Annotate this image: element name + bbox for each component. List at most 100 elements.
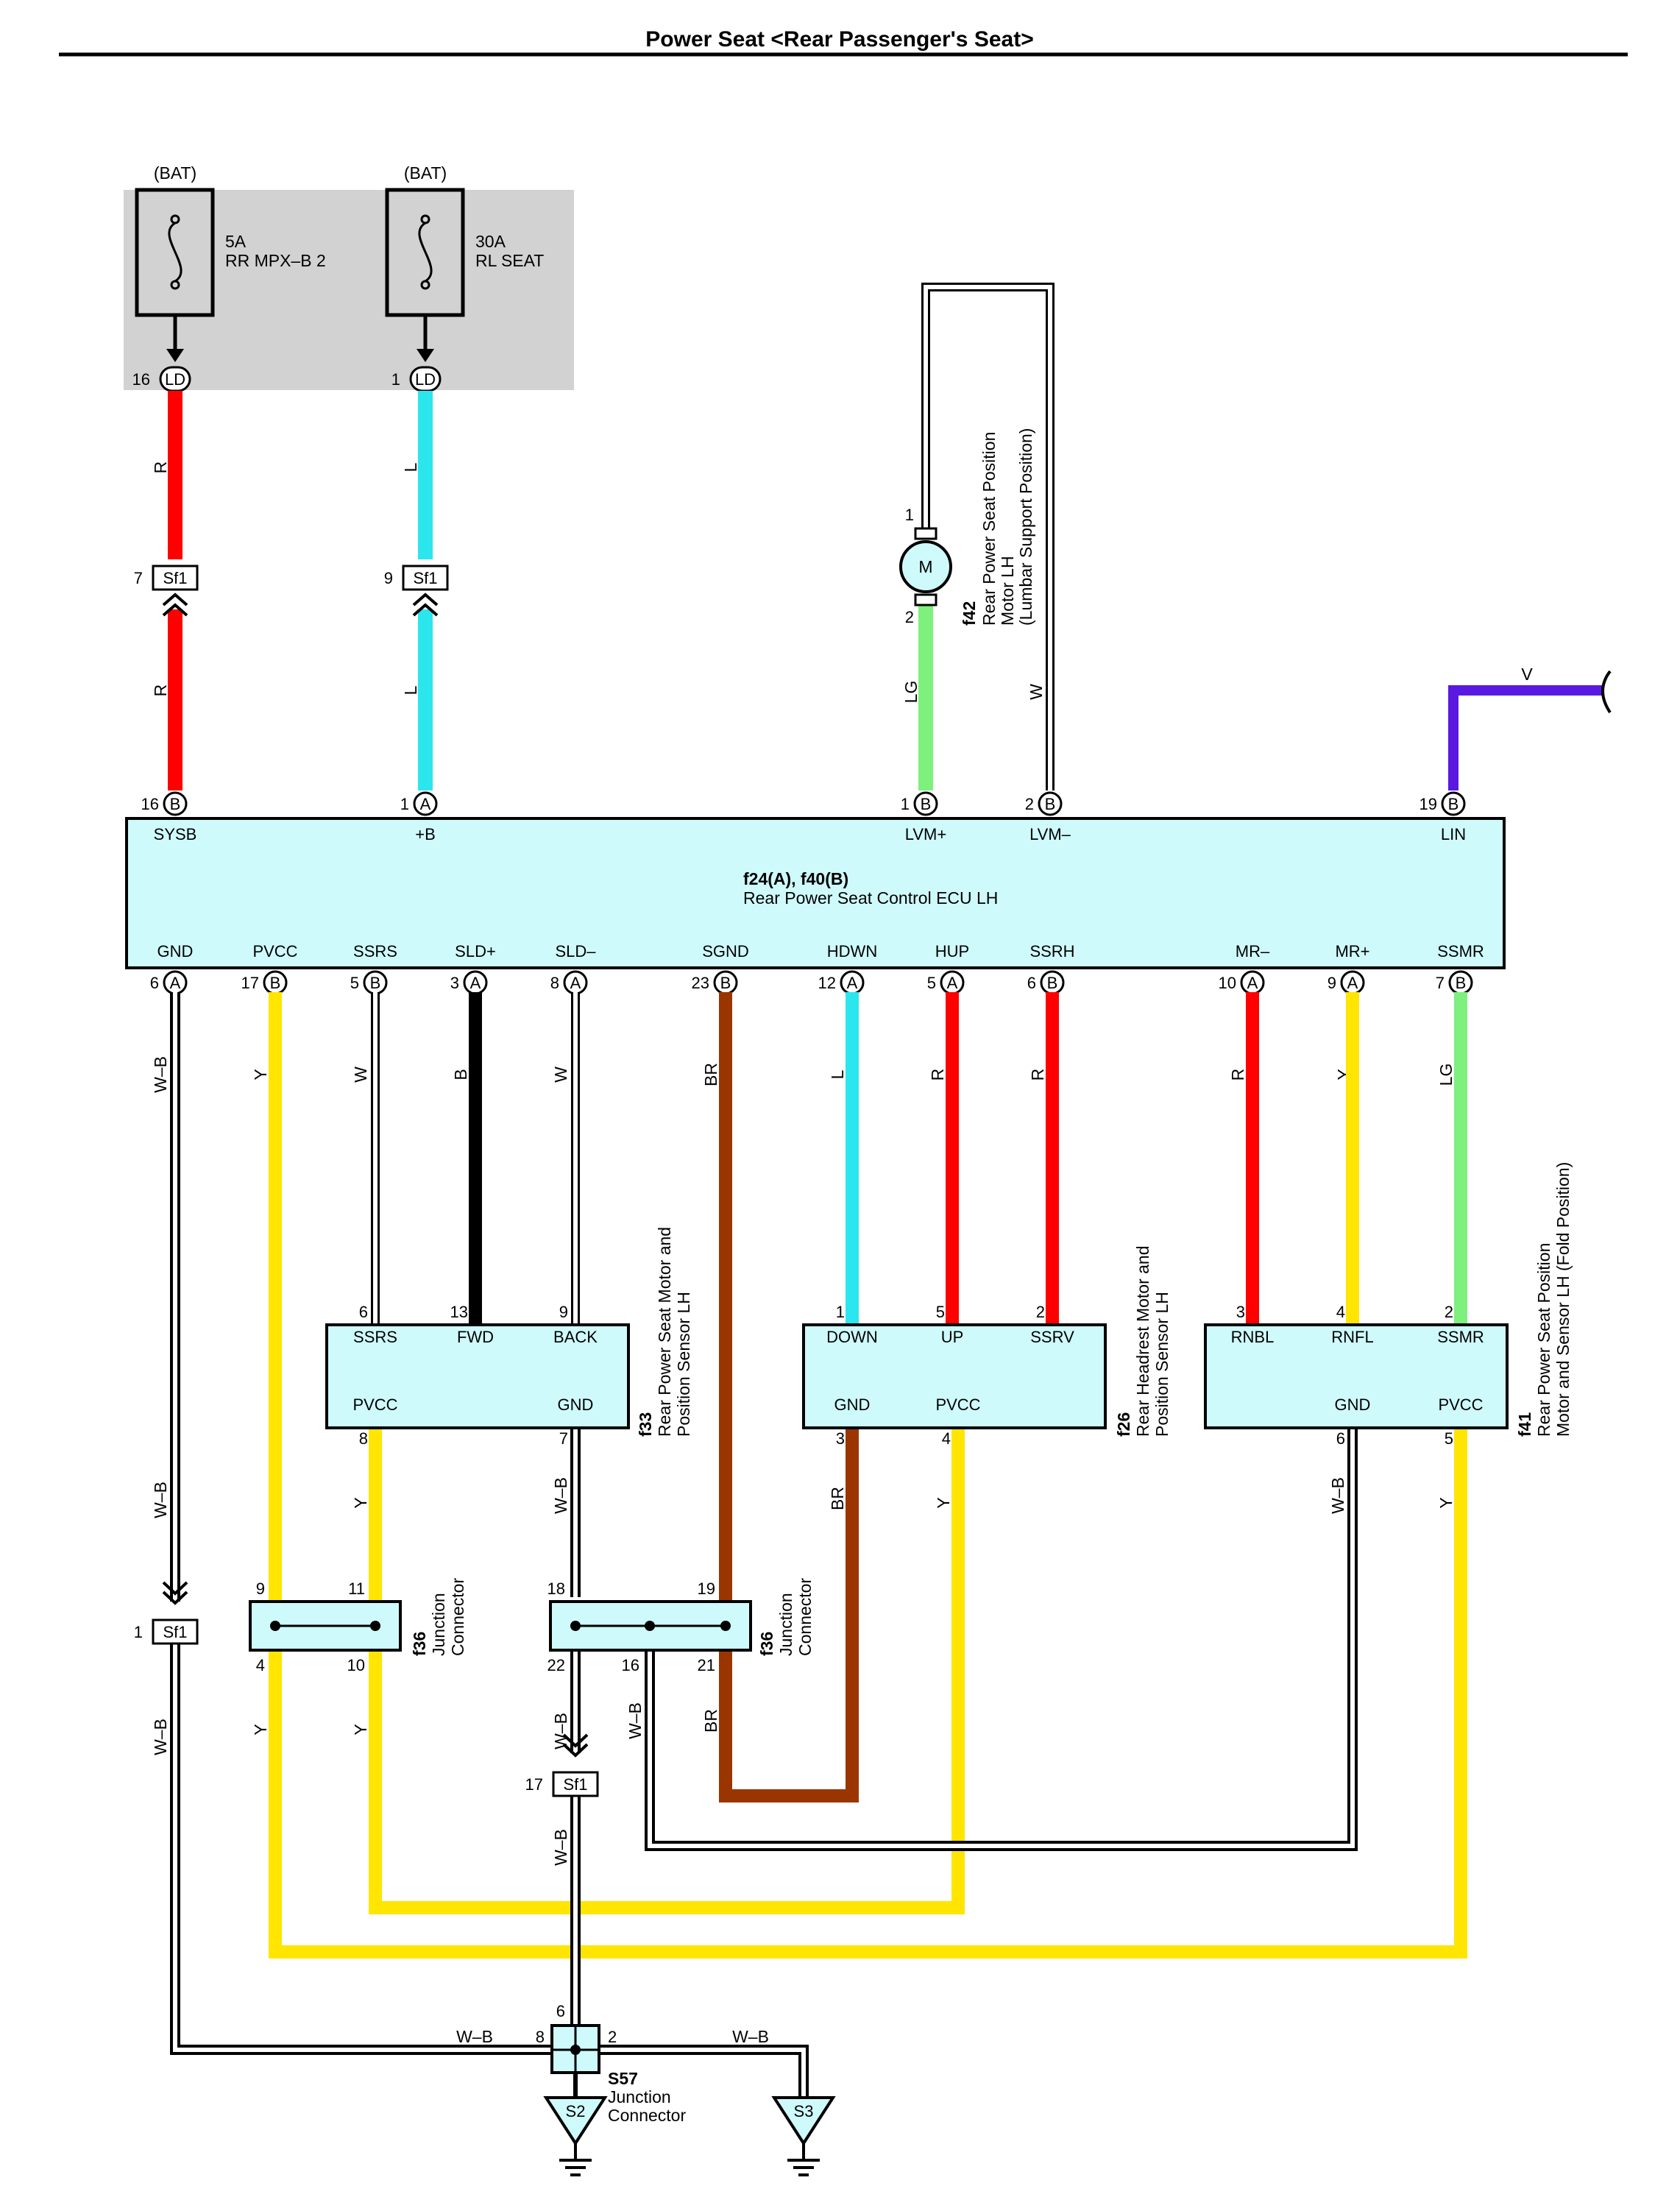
sensor_f41-bottom-0-label: GND <box>1335 1395 1371 1414</box>
jb-pin-18: 18 <box>547 1579 565 1598</box>
motor-symbol: M <box>918 557 932 576</box>
ecu-box <box>125 817 1506 969</box>
ecu-top-pin-1-num: 1 <box>400 795 409 813</box>
sf1-top-1-pin: 7 <box>134 569 143 587</box>
label-wb-2: W–B <box>151 1482 170 1518</box>
ecu-bottom-pin-9-label: MR– <box>1236 942 1270 960</box>
jb-pin-19: 19 <box>698 1579 715 1598</box>
ecu-bottom-pin-0-label: GND <box>157 942 194 960</box>
fuse1-rating: 5A <box>225 232 247 251</box>
s57-pin-2: 2 <box>608 2028 617 2046</box>
ecu-bottom-pin-5-num: 23 <box>692 974 709 992</box>
ecu-bottom-pin-1-conn: B <box>270 974 281 992</box>
ecu-top-pin-1-circle <box>413 791 438 816</box>
ecu-top-pin-4-label: LIN <box>1441 825 1466 843</box>
ground-s3-icon <box>771 2096 836 2176</box>
ecu-bottom-pin-2-num: 5 <box>350 974 359 992</box>
sensor_f26-bottom-1-label: PVCC <box>935 1395 980 1414</box>
label-y-5: Y <box>934 1497 953 1508</box>
fuse1-pin: 16 <box>132 370 150 389</box>
sensor_f26-bottom-0-label: GND <box>834 1395 871 1414</box>
ecu-bottom-pin-4-conn: A <box>570 974 581 992</box>
s57-name-1: Junction <box>608 2087 671 2106</box>
sensor_f41-bottom-0-num: 6 <box>1336 1429 1345 1448</box>
ecu-bottom-pin-10-conn: A <box>1347 974 1358 992</box>
f41-name-1: Rear Power Seat Position <box>1534 1243 1553 1437</box>
sensor_f26-bottom-0-num: 3 <box>836 1429 845 1448</box>
sensor_f33-top-0-num: 6 <box>359 1303 368 1321</box>
ecu-bottom-pin-8-conn: B <box>1047 974 1058 992</box>
ja-pin-11: 11 <box>348 1579 365 1598</box>
ecu-top-pin-0-conn: B <box>170 795 181 813</box>
fuse1-icon <box>168 214 182 290</box>
label-wb-1: W–B <box>151 1056 170 1093</box>
wire-violet-lin <box>1448 685 1604 790</box>
ecu-bottom-pin-7-label: HUP <box>935 942 969 960</box>
ecu-name: Rear Power Seat Control ECU LH <box>743 888 998 908</box>
ecu-bottom-pin-11-num: 7 <box>1436 974 1445 992</box>
sf1-top-1-chevron-icon <box>162 592 188 617</box>
gnd-chevron-icon <box>162 1581 188 1605</box>
ecu-bottom-pin-2-conn: B <box>370 974 381 992</box>
sensor_f33-bottom-0-num: 8 <box>359 1429 368 1448</box>
ecu-bottom-pin-1-label: PVCC <box>252 942 297 960</box>
label-r-hup: R <box>928 1069 947 1081</box>
label-l-1: L <box>401 462 420 472</box>
jb-pin-16: 16 <box>622 1656 639 1674</box>
label-lg-top: LG <box>901 681 921 704</box>
sensor_f41-top-2-label: SSMR <box>1437 1328 1484 1346</box>
ecu-top-pin-3-num: 2 <box>1025 795 1034 813</box>
sensor_f41-top-1-num: 4 <box>1336 1303 1345 1321</box>
sensor_f26-top-2-num: 2 <box>1036 1303 1045 1321</box>
sensor_f33-bottom-1-num: 7 <box>559 1429 568 1448</box>
label-y-4: Y <box>351 1724 370 1735</box>
sensor_f41-bottom-1-label: PVCC <box>1438 1395 1483 1414</box>
ecu-bottom-pin-5-conn: B <box>720 974 731 992</box>
ja-name-1: Junction <box>429 1593 448 1656</box>
ecu-top-pin-2-conn: B <box>921 795 932 813</box>
ja-pin-10: 10 <box>347 1656 365 1674</box>
ecu-bottom-pin-4-num: 8 <box>550 974 559 992</box>
label-wb-5: W–B <box>551 1713 570 1750</box>
label-wb-7: W–B <box>1328 1477 1347 1514</box>
label-w-ssrs: W <box>351 1066 370 1083</box>
jb-name-2: Connector <box>795 1578 815 1656</box>
jb-name-1: Junction <box>776 1593 795 1656</box>
sf1-top-1: Sf1 <box>163 569 187 587</box>
motor-name-3: (Lumbar Support Position) <box>1016 428 1035 626</box>
fuse2-arrow-icon <box>417 349 434 362</box>
ja-pin-9: 9 <box>256 1579 265 1598</box>
sensor_f33-top-1-num: 13 <box>450 1303 468 1321</box>
fuse1-name: RR MPX–B 2 <box>225 251 326 270</box>
s57-pin-6: 6 <box>556 2002 565 2020</box>
wire-brown-sgnd <box>719 992 859 1802</box>
label-br-2: BR <box>828 1487 847 1510</box>
ground-s2-label: S2 <box>566 2102 586 2120</box>
ecu-bottom-pin-8-label: SSRH <box>1029 942 1074 960</box>
ecu-bottom-pin-3-conn: A <box>470 974 481 992</box>
jb-pin-22: 22 <box>547 1656 565 1674</box>
ecu-top-pin-0-circle <box>163 791 188 816</box>
sf1-gnd: Sf1 <box>163 1623 187 1641</box>
ecu-bottom-pin-0-conn: A <box>170 974 181 992</box>
fuse2-pin: 1 <box>391 370 400 389</box>
fuse2-rating: 30A <box>475 232 506 251</box>
ecu-top-pin-0-label: SYSB <box>154 825 197 843</box>
lin-continuation-icon <box>1601 670 1612 714</box>
label-r-1: R <box>151 461 170 474</box>
label-b: B <box>451 1069 470 1080</box>
ecu-top-pin-4-conn: B <box>1448 795 1459 813</box>
ecu-top-pin-1-conn: A <box>420 795 431 813</box>
label-wb-4: W–B <box>551 1477 570 1514</box>
ecu-bottom-pin-5-label: SGND <box>702 942 749 960</box>
ecu-bottom-pin-9-conn: A <box>1247 974 1258 992</box>
ecu-bottom-pin-9-num: 10 <box>1219 974 1236 992</box>
motor-id: f42 <box>960 601 979 626</box>
label-br-1: BR <box>701 1063 720 1086</box>
label-wb-s2: W–B <box>456 2027 493 2046</box>
label-wb-s3: W–B <box>732 2027 769 2046</box>
ecu-bottom-pin-0-num: 6 <box>150 974 159 992</box>
label-w-sld: W <box>551 1066 570 1083</box>
sensor_f33-top-2-num: 9 <box>559 1303 568 1321</box>
